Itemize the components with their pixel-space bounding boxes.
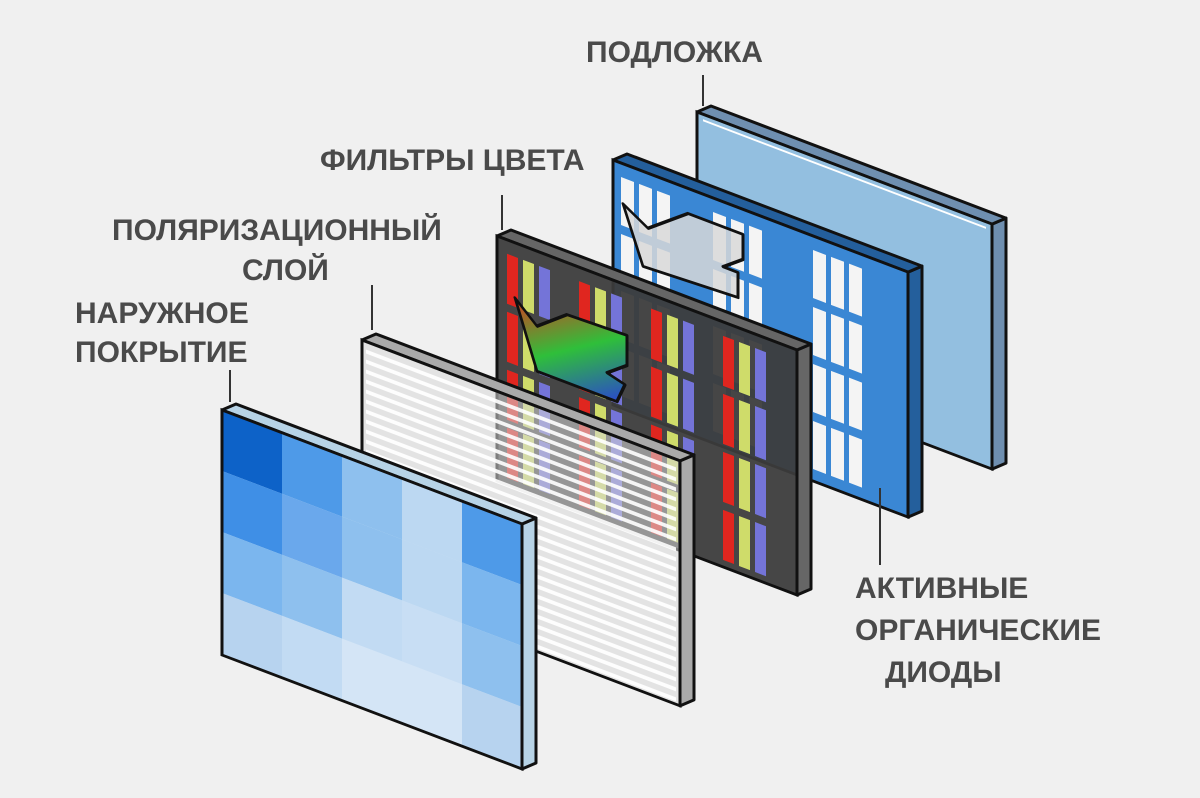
polarizer-layer-edge [678,453,696,708]
color-filter-subpixel [723,393,734,449]
oled-light-arrow-icon [621,202,745,300]
outer-coating-cell [342,638,402,723]
label-outer-coating-1: НАРУЖНОЕ [75,297,249,330]
color-filter-subpixel [507,311,518,366]
outer-coating-cell [342,577,402,662]
polarizer-stripe [366,449,676,572]
oled-subpixel [831,427,844,481]
oled-subpixel [831,370,844,424]
oled-subpixel [813,421,826,474]
polarizer-stripe [366,359,676,482]
color-filter-subpixel [739,399,750,455]
polarizer-stripe [366,409,676,532]
label-polarizer-2: СЛОЙ [242,253,329,287]
outer-coating-cell [222,410,282,494]
color-filter-subpixel [683,320,694,375]
polarizer-stripe [366,419,676,542]
label-substrate: ПОДЛОЖКА [586,36,763,69]
oled-subpixel [813,307,826,360]
polarizer-stripe [366,389,676,512]
outer-coating-cell [462,684,522,769]
oled-subpixel [813,250,826,303]
polarizer-stripe [366,349,676,472]
outer-coating-layer-face [220,407,524,772]
color-filter-subpixel [739,341,750,397]
oled-layer-edge [906,264,924,519]
label-outer-coating-2: ПОКРЫТИЕ [75,336,248,369]
color-filter-layer-edge [795,342,813,597]
substrate-layer-edge [990,216,1008,471]
color-filter-subpixel [667,314,678,369]
oled-subpixel [849,434,862,488]
outer-coating-cell [282,615,342,700]
outer-coating-cell [342,516,402,601]
color-filter-subpixel [755,522,766,577]
outer-coating-cell [282,554,342,639]
color-filter-subpixel [739,457,750,513]
outer-coating-cell [462,623,522,708]
outer-coating-layer [220,402,538,772]
color-filter-subpixel [723,509,734,565]
outer-coating-cell [222,593,282,677]
outer-coating-cell [402,600,462,685]
polarizer-stripe [366,379,676,502]
outer-coating-cell [402,661,462,746]
oled-subpixel [831,313,844,367]
polarizer-stripe [366,369,676,492]
color-filter-subpixel [651,308,662,363]
color-filter-subpixel [723,335,734,391]
oled-subpixel [749,225,762,279]
color-filter-subpixel [755,348,766,403]
oled-subpixel [849,263,862,317]
label-oled-2: ОРГАНИЧЕСКИЕ [855,614,1101,647]
color-filter-subpixel [523,259,534,315]
polarizer-stripe [366,429,676,552]
outer-coating-layer-outline [220,407,524,772]
outer-coating-cell [402,539,462,624]
outer-coating-cell [462,562,522,647]
color-light-arrow-icon [513,296,629,404]
outer-coating-cell [222,532,282,616]
color-filter-subpixel [539,265,550,321]
label-oled-1: АКТИВНЫЕ [855,572,1028,605]
outer-coating-cell [462,501,522,586]
outer-coating-cell [402,478,462,563]
outer-coating-layer-edge [520,516,538,771]
outer-coating-cell [282,493,342,578]
label-oled-3: ДИОДЫ [885,656,1002,689]
color-filter-subpixel [651,366,662,421]
color-filter-subpixel [683,378,694,433]
color-filter-subpixel [739,515,750,571]
outer-coating-cell [282,432,342,517]
oled-subpixel [849,320,862,374]
polarizer-stripe [366,399,676,522]
label-color-filters: ФИЛЬТРЫ ЦВЕТА [320,144,584,177]
color-filter-subpixel [723,451,734,507]
color-filter-subpixel [507,253,518,308]
oled-subpixel [813,364,826,417]
outer-coating-cell [222,471,282,555]
oled-subpixel [849,377,862,431]
layers-group [220,104,1008,772]
polarizer-stripe [366,439,676,562]
substrate-highlight [703,119,986,229]
oled-subpixel [831,256,844,310]
color-filter-subpixel [755,406,766,461]
color-filter-subpixel [755,464,766,519]
outer-coating-cell [342,455,402,540]
label-polarizer-1: ПОЛЯРИЗАЦИОННЫЙ [112,213,442,247]
color-filter-subpixel [667,372,678,427]
